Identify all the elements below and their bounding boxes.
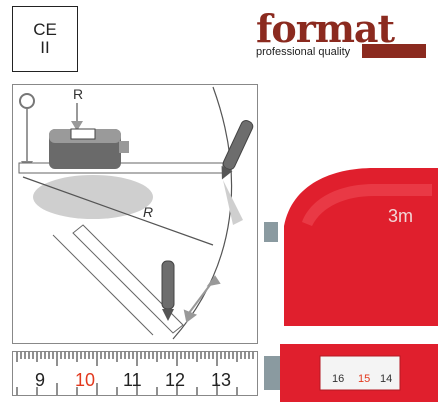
tape-shadow-tail <box>223 180 243 225</box>
ce-mark: CE <box>33 20 57 39</box>
accuracy-class: II <box>40 38 50 57</box>
pencil-bottom <box>161 260 175 321</box>
ruler-number-13: 13 <box>211 370 232 390</box>
case-size-label: 3m <box>388 206 413 226</box>
radius-line <box>22 176 214 246</box>
measurement-diagram: R R <box>12 84 258 344</box>
pencil-top <box>221 120 254 180</box>
tape-window-photo: 16 15 14 <box>262 342 438 403</box>
tape-measure-body <box>49 128 129 169</box>
tape-shadow <box>33 175 153 219</box>
tape-window-illustration: 16 15 14 <box>264 344 438 402</box>
diagonal-blade <box>72 224 184 334</box>
r-label-top: R <box>73 86 83 102</box>
window-opening <box>319 355 401 391</box>
r-label-mid: R <box>143 204 153 220</box>
radius-arc <box>172 86 233 340</box>
brand-tagline: professional quality <box>256 46 351 58</box>
window-number-14: 14 <box>380 373 392 385</box>
case-clip <box>264 222 278 242</box>
ruler-number-12: 12 <box>165 370 186 390</box>
rotation-icon <box>19 93 35 171</box>
ruler-number-10: 10 <box>75 370 96 390</box>
diagram-illustration: R R <box>18 86 254 340</box>
window-number-16: 16 <box>332 373 344 385</box>
tape-case-illustration: 3m <box>264 168 438 326</box>
window-number-15: 15 <box>358 373 370 385</box>
brand-name: format <box>256 6 395 51</box>
ruler-number-9: 9 <box>35 370 46 390</box>
ce-class-badge: CE II <box>12 6 78 72</box>
brand-logo: format professional quality <box>250 6 426 58</box>
double-arrow <box>183 275 221 323</box>
tape-case-photo: 3m <box>262 166 438 332</box>
ruler-ticks <box>16 352 254 395</box>
case-highlight <box>302 184 432 226</box>
diagonal-blade-edge <box>52 234 154 336</box>
window-clip <box>264 356 280 390</box>
r-arrowhead <box>71 121 83 131</box>
tape-ruler: 9 10 11 12 13 <box>12 351 258 396</box>
logo-underline-bar <box>362 44 426 58</box>
ruler-number-11: 11 <box>123 370 142 390</box>
